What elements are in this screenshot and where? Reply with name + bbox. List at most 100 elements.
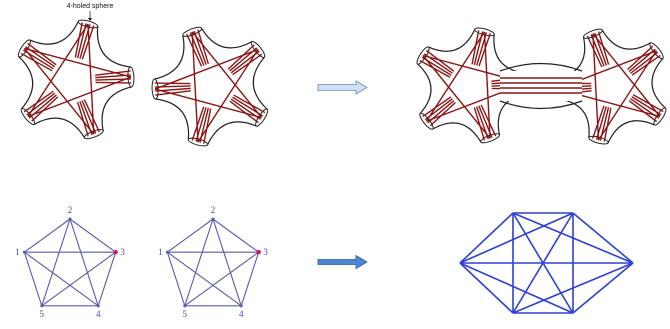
graph-edge bbox=[459, 212, 574, 264]
graph-vertex bbox=[211, 217, 215, 221]
graph-vertex bbox=[96, 304, 100, 308]
tube-body bbox=[500, 71, 582, 101]
graph-edge bbox=[23, 251, 43, 307]
arc-curve bbox=[81, 100, 97, 134]
graph-edge bbox=[166, 251, 186, 307]
tube-bottom-edge bbox=[499, 100, 583, 110]
graph-vertex bbox=[22, 250, 26, 254]
arc-curve bbox=[22, 49, 54, 70]
arc-curve bbox=[197, 49, 259, 143]
arc-curve bbox=[427, 99, 455, 124]
arc-curve bbox=[628, 100, 658, 123]
graph-vertex bbox=[113, 249, 118, 255]
arc-curve bbox=[232, 53, 263, 76]
graph-edge bbox=[572, 262, 634, 314]
vertex-label: 3 bbox=[263, 247, 268, 257]
graph-edge bbox=[212, 218, 259, 253]
arc-curve bbox=[631, 54, 661, 76]
graph-edge bbox=[184, 218, 214, 307]
graph-edge bbox=[572, 212, 634, 264]
graph-edge bbox=[69, 218, 116, 253]
callout-label: 4-holed sphere bbox=[67, 3, 114, 10]
arc-curve bbox=[23, 47, 95, 135]
graph-vertex bbox=[40, 304, 44, 308]
vertex-label: 5 bbox=[40, 309, 45, 319]
arc-curve bbox=[27, 76, 132, 118]
graph-vertex bbox=[239, 304, 243, 308]
arc-curve bbox=[185, 33, 203, 67]
surface-glue-arrow bbox=[317, 80, 368, 95]
arc-curve bbox=[478, 105, 493, 138]
graph-edge bbox=[459, 262, 514, 314]
arc-curve bbox=[154, 88, 262, 119]
arc-curve bbox=[421, 56, 452, 76]
arc-curve bbox=[191, 106, 205, 141]
graph-vertex bbox=[256, 249, 261, 255]
graph-vertex bbox=[165, 250, 169, 254]
arc-curve bbox=[586, 35, 603, 68]
arc-curve bbox=[83, 99, 101, 133]
graph-edge bbox=[459, 262, 574, 314]
glued-surface bbox=[416, 27, 667, 145]
arc-curve bbox=[597, 31, 610, 65]
graph-vertex bbox=[68, 217, 72, 221]
vertex-label: 3 bbox=[120, 247, 125, 257]
graph-edge bbox=[212, 218, 242, 307]
arc-curve bbox=[597, 50, 658, 141]
glued-graph bbox=[459, 212, 634, 314]
arc-curve bbox=[478, 33, 491, 67]
arc-curve bbox=[197, 29, 210, 65]
arc-curve bbox=[590, 34, 605, 67]
graph-edge bbox=[24, 251, 99, 307]
vertex-label: 2 bbox=[211, 205, 216, 215]
arc-curve bbox=[189, 32, 205, 66]
arc-curve bbox=[155, 90, 191, 96]
graph-edge bbox=[459, 212, 514, 264]
graph-edge bbox=[41, 251, 116, 307]
arc-curve bbox=[425, 31, 486, 122]
arc-curve bbox=[229, 47, 258, 72]
callout: 4-holed sphere bbox=[67, 3, 114, 21]
arc-curve bbox=[154, 48, 259, 90]
arc-curve bbox=[480, 104, 497, 137]
tube-top-edge bbox=[499, 62, 583, 72]
graph-edge bbox=[240, 251, 260, 307]
arc-curve bbox=[81, 25, 95, 60]
vertex-label: 1 bbox=[15, 247, 20, 257]
arc-curve bbox=[74, 22, 83, 58]
graph-edge bbox=[69, 218, 99, 307]
arc-curve bbox=[233, 94, 266, 114]
arc-curve bbox=[191, 31, 263, 119]
arc-curve bbox=[632, 94, 664, 113]
vertex-label: 2 bbox=[68, 205, 73, 215]
arc-curve bbox=[627, 45, 654, 71]
arc-curve bbox=[229, 100, 259, 124]
graph-edge bbox=[97, 251, 117, 307]
arc-curve bbox=[473, 107, 486, 141]
surface-glue-arrow-shape bbox=[317, 80, 368, 95]
arc-curve bbox=[27, 42, 57, 66]
arc-curve bbox=[20, 52, 53, 72]
arc-curve bbox=[471, 30, 480, 65]
glued-right-half bbox=[553, 28, 667, 145]
arc-curve bbox=[95, 81, 132, 84]
vertex-label: 1 bbox=[158, 247, 163, 257]
graph-edge bbox=[512, 212, 634, 264]
graph-glue-arrow-shape bbox=[317, 254, 368, 270]
arc-curve bbox=[592, 105, 605, 139]
arc-curve bbox=[28, 94, 57, 119]
graph-edge bbox=[512, 262, 634, 314]
arc-curve bbox=[425, 49, 455, 72]
callout-pointer-head bbox=[88, 18, 92, 21]
arc-curve bbox=[76, 101, 89, 137]
graph-edge bbox=[167, 251, 242, 307]
graph-edge bbox=[41, 218, 71, 307]
four-holed-sphere-left bbox=[17, 19, 135, 140]
arc-curve bbox=[154, 82, 191, 85]
arc-curve bbox=[27, 23, 89, 117]
arc-curve bbox=[191, 31, 199, 143]
arc-curve bbox=[429, 101, 456, 127]
